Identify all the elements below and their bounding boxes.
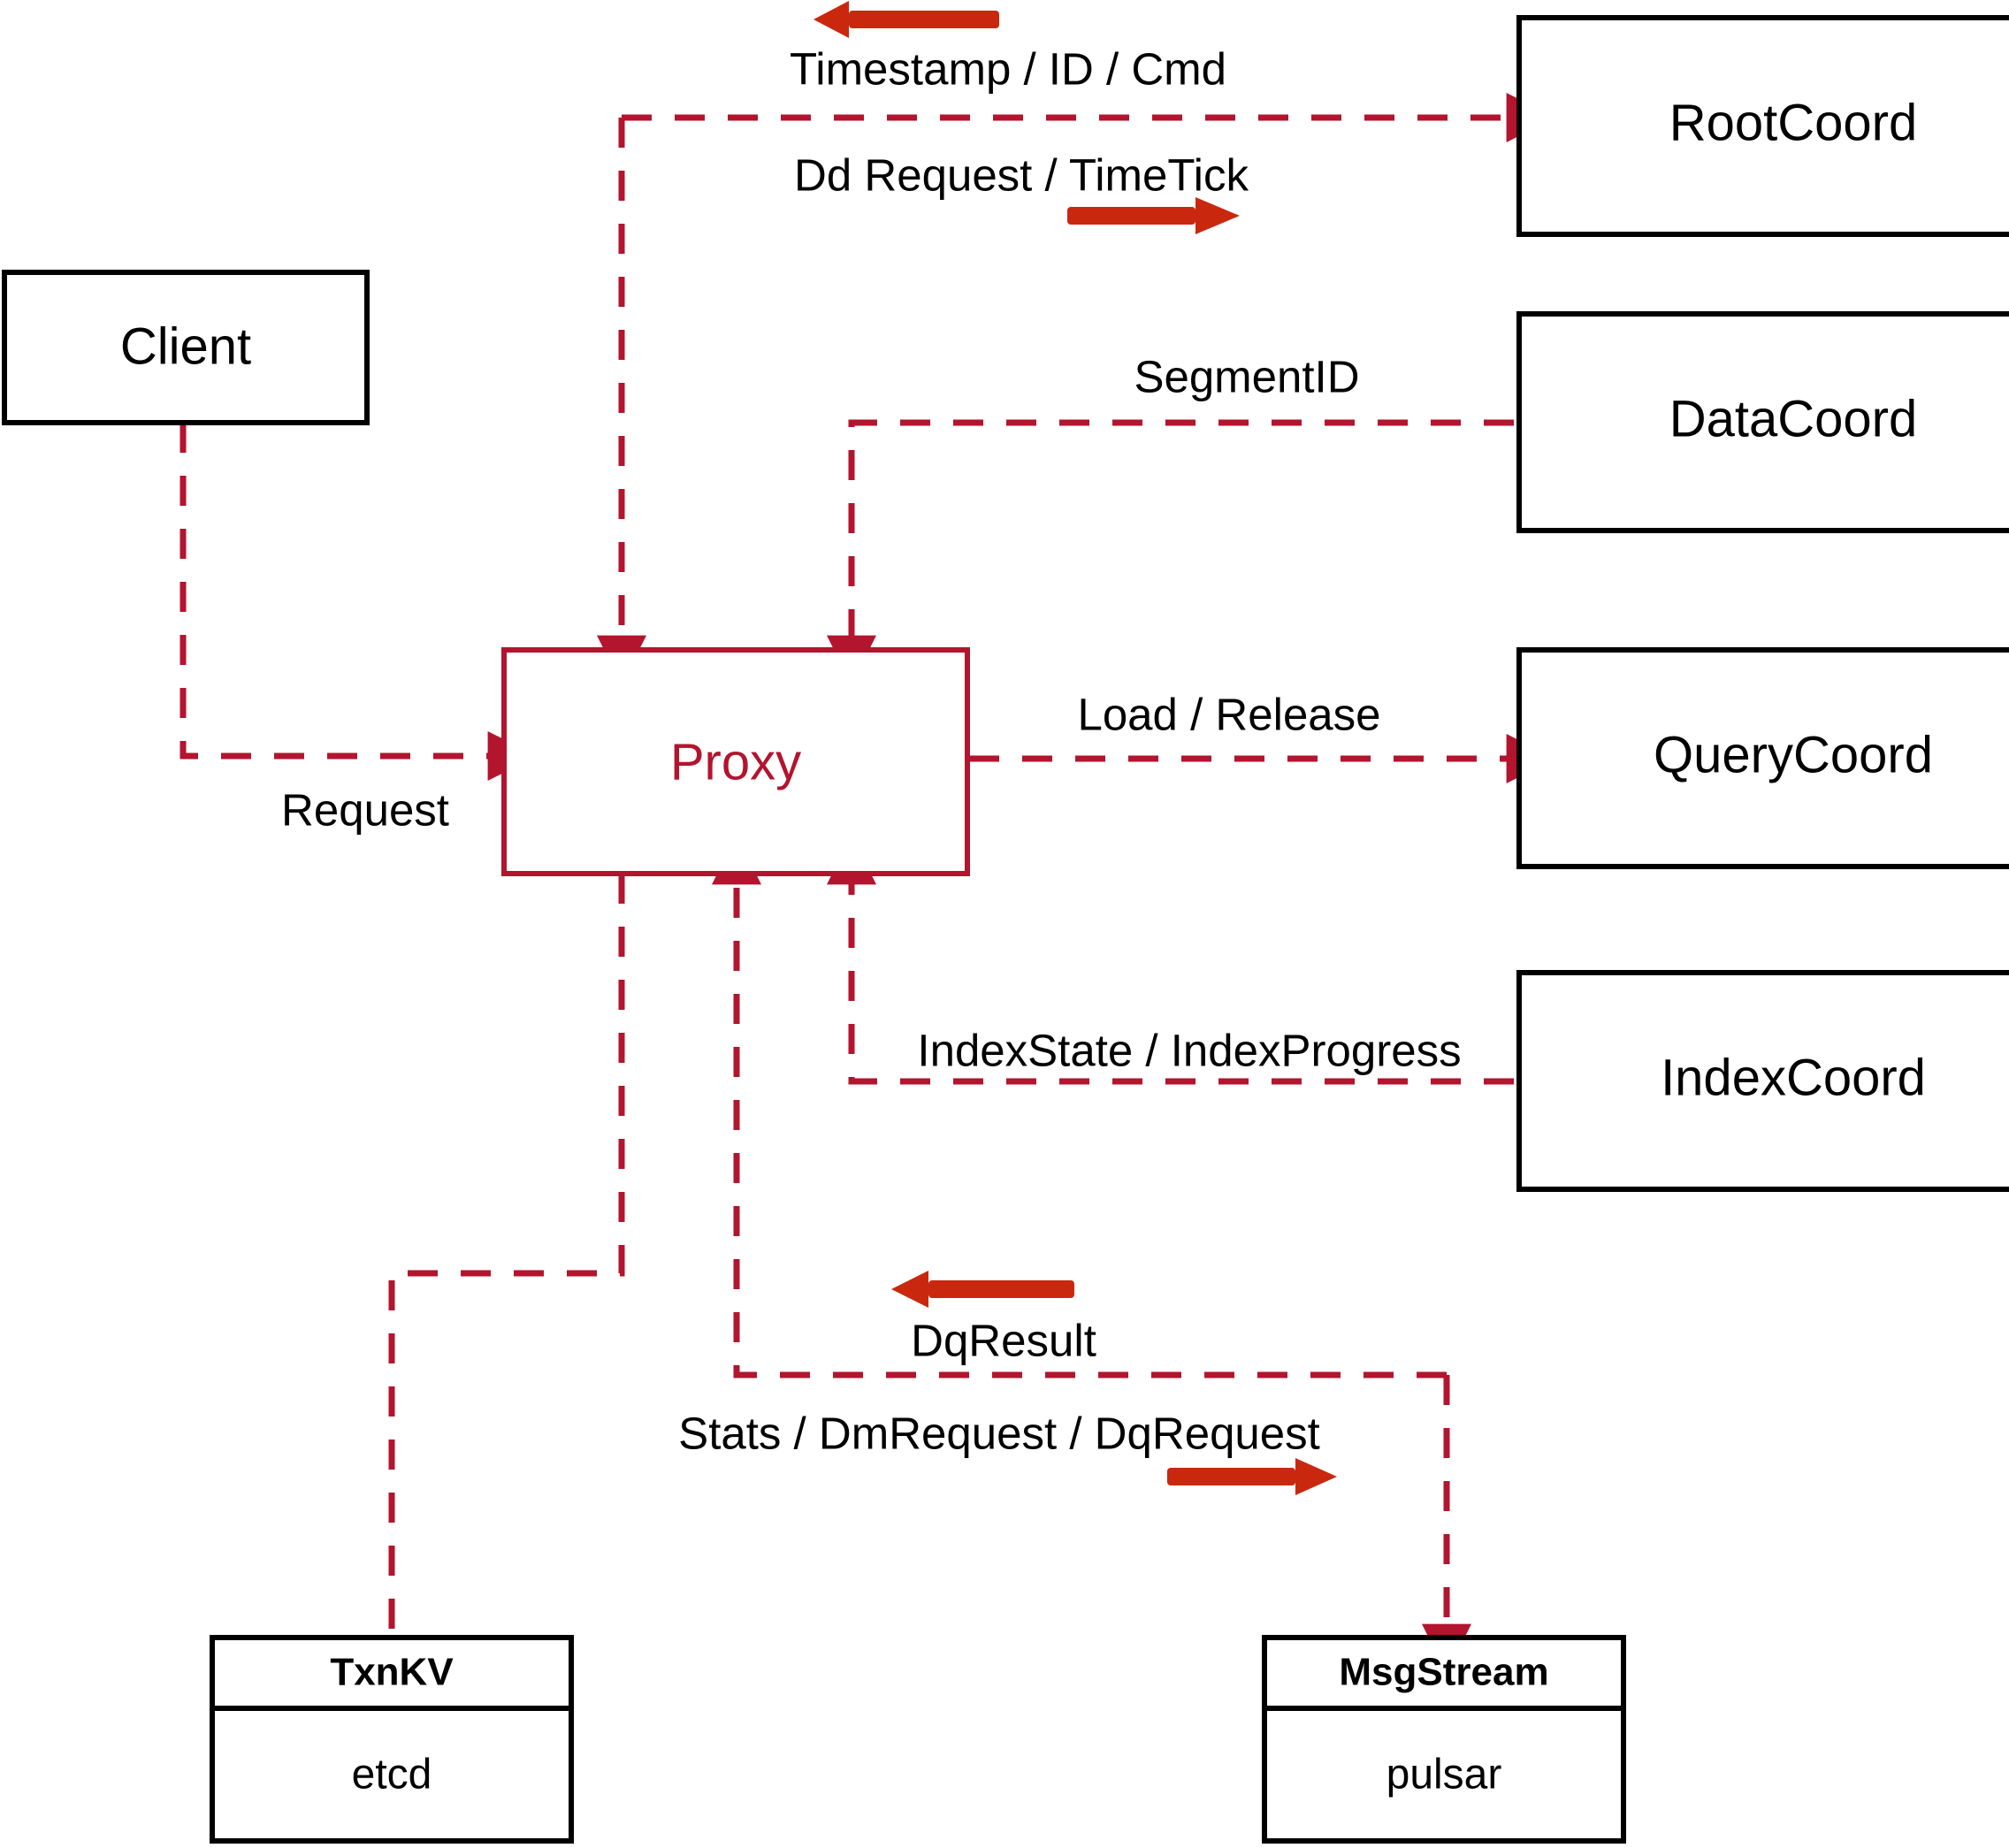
edge-msgstream-proxy-line xyxy=(712,835,1447,1378)
edge-label-dqresult: DqResult xyxy=(911,1315,1096,1365)
node-rootcoord-label: RootCoord xyxy=(1669,94,1917,151)
edge-label-dd-request-timetick: Dd Request / TimeTick xyxy=(794,149,1249,200)
direction-arrow-right-ddrequest xyxy=(1067,197,1240,234)
edge-datacoord-proxy-line xyxy=(827,419,1514,685)
edge-label-timestamp-id-cmd: Timestamp / ID / Cmd xyxy=(790,43,1226,94)
node-client[interactable]: Client xyxy=(2,270,370,425)
node-txnkv-sublabel: etcd xyxy=(352,1752,432,1798)
node-proxy[interactable]: Proxy xyxy=(501,647,970,876)
node-indexcoord[interactable]: IndexCoord xyxy=(1516,970,2009,1192)
edge-proxy-txnkv-line xyxy=(388,874,625,1638)
node-txnkv-label: TxnKV xyxy=(330,1651,454,1694)
edge-indexcoord-proxy-line xyxy=(827,835,1514,1085)
node-client-label: Client xyxy=(120,317,251,375)
edge-label-load-release: Load / Release xyxy=(1077,689,1380,739)
edge-label-segmentid: SegmentID xyxy=(1134,351,1359,401)
node-proxy-label: Proxy xyxy=(670,733,801,790)
node-indexcoord-label: IndexCoord xyxy=(1661,1049,1926,1106)
node-txnkv[interactable]: TxnKV etcd xyxy=(210,1635,574,1844)
edge-label-indexstate-indexprogress: IndexState / IndexProgress xyxy=(917,1025,1461,1075)
direction-arrow-right-dqrequest xyxy=(1167,1458,1337,1495)
node-querycoord-label: QueryCoord xyxy=(1654,726,1933,783)
direction-arrow-left-timestamp xyxy=(814,1,999,38)
direction-arrow-left-dqresult xyxy=(891,1271,1074,1308)
node-datacoord[interactable]: DataCoord xyxy=(1516,311,2009,533)
node-msgstream[interactable]: MsgStream pulsar xyxy=(1262,1635,1626,1844)
node-rootcoord[interactable]: RootCoord xyxy=(1516,15,2009,237)
edge-client-proxy-line xyxy=(180,423,538,781)
edge-label-stats-dmrequest-dqrequest: Stats / DmRequest / DqRequest xyxy=(678,1408,1320,1458)
edge-label-request: Request xyxy=(281,784,449,835)
node-msgstream-sublabel: pulsar xyxy=(1386,1752,1502,1798)
node-msgstream-label: MsgStream xyxy=(1339,1651,1548,1694)
node-datacoord-label: DataCoord xyxy=(1669,390,1917,447)
node-querycoord[interactable]: QueryCoord xyxy=(1516,647,2009,869)
